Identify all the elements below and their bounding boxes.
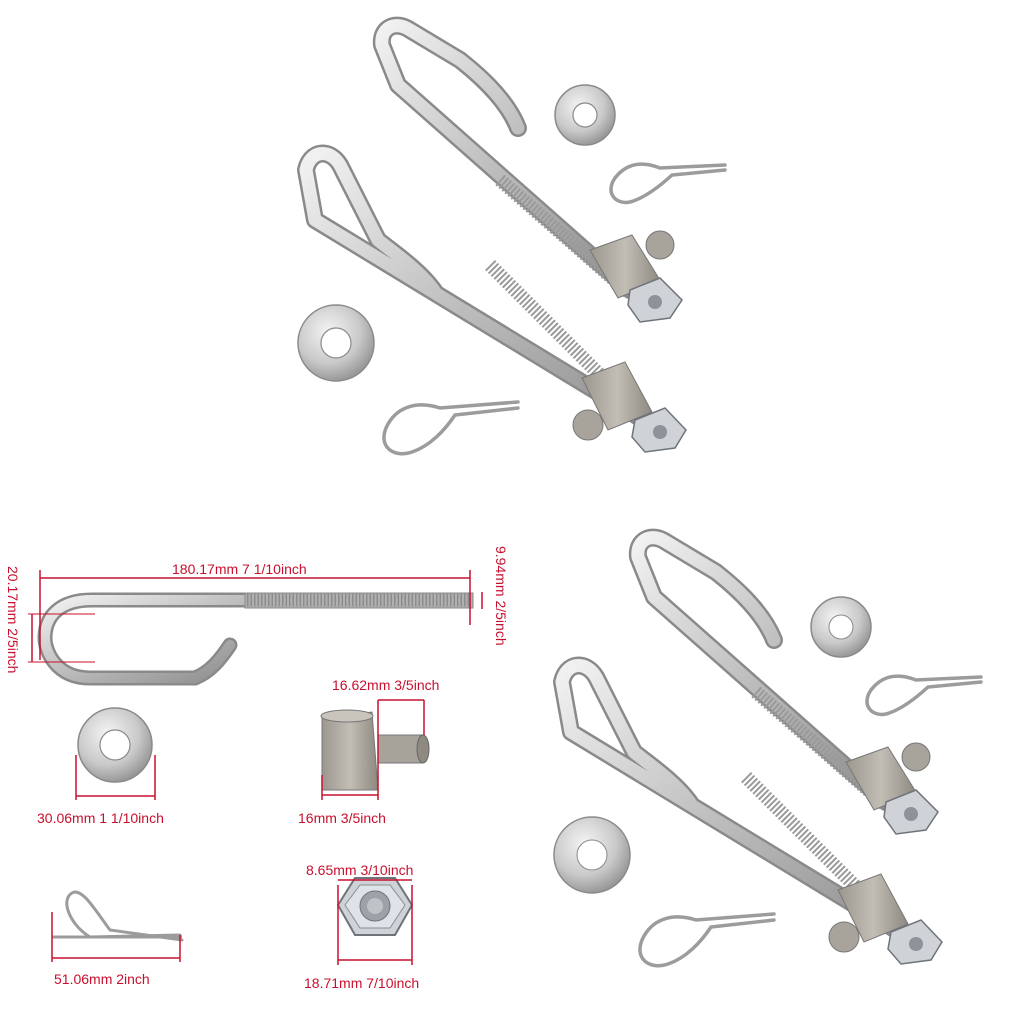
r-pin-bottom: [382, 400, 520, 456]
block-pin-length-label: 16.62mm 3/5inch: [332, 677, 440, 693]
washer-top: [554, 84, 616, 146]
nut-height-label: 8.65mm 3/10inch: [306, 862, 414, 878]
bolt-thread-diameter-label: 9.94mm 2/5inch: [493, 546, 509, 646]
washer-diameter-label: 30.06mm 1 1/10inch: [37, 810, 164, 826]
right-product-group: [553, 528, 983, 968]
block-width-label: 16mm 3/5inch: [298, 810, 386, 826]
washer-left: [297, 304, 375, 382]
bolt-hook-height-label: 20.17mm 2/5inch: [5, 566, 21, 674]
top-product-group: [297, 16, 727, 456]
nut-width-label: 18.71mm 7/10inch: [304, 975, 420, 991]
j-bolt-back: [372, 16, 683, 323]
r-pin-top: [609, 162, 727, 205]
dimension-diagram: [28, 570, 483, 965]
j-bolt-front: [297, 144, 687, 453]
pin-length-label: 51.06mm 2inch: [54, 971, 150, 987]
bolt-length-label: 180.17mm 7 1/10inch: [172, 561, 307, 577]
